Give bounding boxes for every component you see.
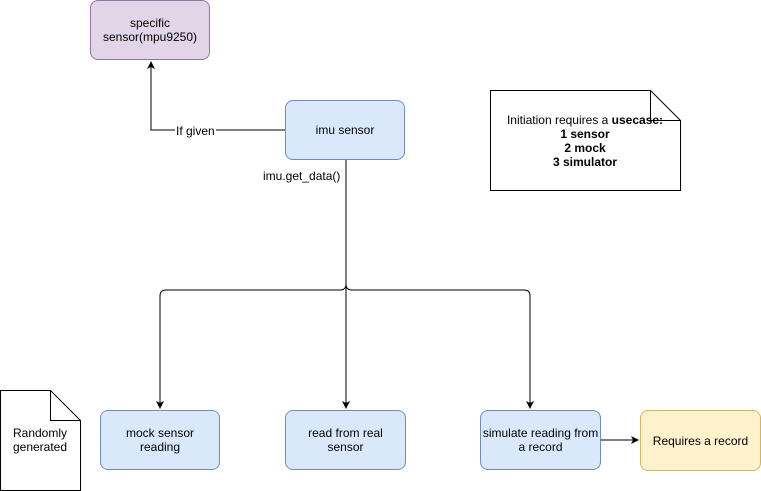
node-mock-sensor-reading[interactable]: mock sensor reading <box>100 410 220 470</box>
note-randomly-generated: Randomly generated <box>0 420 80 460</box>
note-initiation-line1: Initiation requires a usecase: <box>507 113 663 127</box>
specific-sensor-line1: specific <box>129 16 170 30</box>
specific-sensor-line2: sensor(mpu9250) <box>102 30 198 44</box>
note-randomly-generated-line1: Randomly <box>12 426 68 440</box>
node-simulate-reading[interactable]: simulate reading from a record <box>480 410 601 470</box>
note-randomly-generated-line2: generated <box>12 440 68 454</box>
note-initiation-prefix: Initiation requires a <box>506 113 612 127</box>
node-read-from-real-sensor-label: read from real sensor <box>308 426 383 454</box>
node-mock-sensor-reading-label: mock sensor reading <box>125 426 195 454</box>
note-initiation-shape <box>490 90 681 191</box>
note-initiation: Initiation requires a usecase: 1 sensor … <box>490 112 680 170</box>
node-simulate-reading-label: simulate reading from a record <box>483 426 598 454</box>
edge-label-get-data: imu.get_data() <box>262 169 342 183</box>
node-requires-a-record-label: Requires a record <box>652 433 749 448</box>
note-initiation-item3: 3 simulator <box>552 155 618 169</box>
note-randomly-generated-shape <box>0 390 81 491</box>
edge-imu-to-simulate-reading <box>345 283 534 409</box>
note-initiation-keyword: usecase: <box>611 113 664 127</box>
edge-imu-to-specific-sensor <box>147 61 285 131</box>
simulate-reading-line1: simulate reading from <box>482 426 599 440</box>
note-initiation-item2: 2 mock <box>564 141 606 155</box>
node-specific-sensor[interactable]: specific sensor(mpu9250) <box>90 0 210 60</box>
node-read-from-real-sensor[interactable]: read from real sensor <box>285 410 406 470</box>
node-requires-a-record[interactable]: Requires a record <box>640 410 761 471</box>
node-specific-sensor-label: specific sensor(mpu9250) <box>103 16 197 44</box>
note-initiation-item1: 1 sensor <box>560 127 610 141</box>
edge-imu-trunk <box>156 160 347 409</box>
edge-label-if-given: If given <box>175 124 216 138</box>
node-imu-sensor-label: imu sensor <box>315 123 375 137</box>
simulate-reading-line2: a record <box>518 440 563 454</box>
node-imu-sensor[interactable]: imu sensor <box>285 100 405 160</box>
